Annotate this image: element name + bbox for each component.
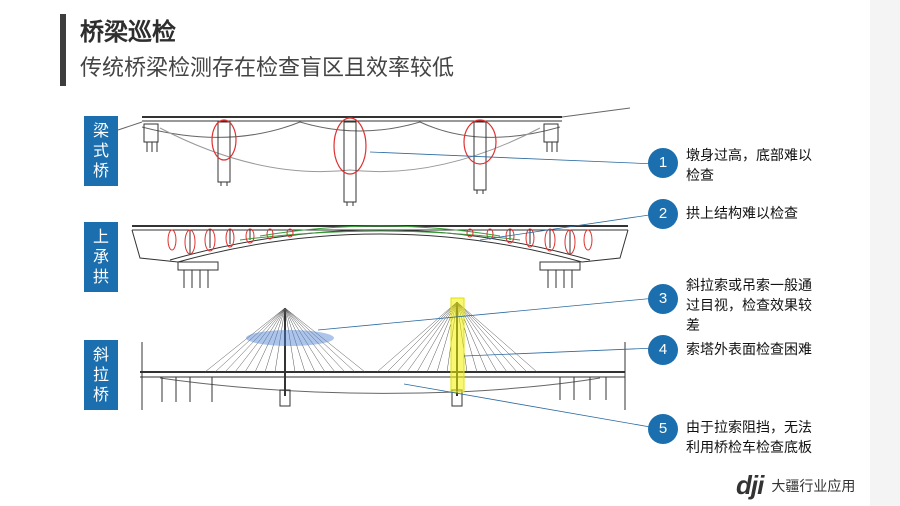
page-subtitle: 传统桥梁检测存在检查盲区且效率较低 bbox=[80, 56, 455, 81]
page-title: 桥梁巡检 bbox=[80, 18, 176, 46]
label-cable-stayed: 斜 拉 桥 bbox=[84, 340, 118, 410]
callout-text-2: 拱上结构难以检查 bbox=[686, 206, 798, 222]
callout-number-5: 5 bbox=[648, 414, 678, 444]
title-accent-bar bbox=[60, 14, 66, 86]
callout-number-1: 1 bbox=[648, 148, 678, 178]
dji-logo: dji 大疆行业应用 bbox=[736, 470, 855, 501]
arch-red-circles bbox=[167, 228, 593, 255]
callout-number-3: 3 bbox=[648, 284, 678, 314]
label-deck-arch: 上 承 拱 bbox=[84, 222, 118, 292]
beam-bridge-drawing bbox=[117, 107, 631, 206]
arch-green-lines bbox=[239, 225, 521, 241]
callout-text-1: 墩身过高，底部难以 检查 bbox=[686, 148, 812, 184]
leader-lines bbox=[317, 151, 657, 429]
callout-number-2: 2 bbox=[648, 199, 678, 229]
dji-logo-text: 大疆行业应用 bbox=[771, 478, 856, 495]
callout-number-4: 4 bbox=[648, 335, 678, 365]
label-beam-bridge: 梁 式 桥 bbox=[84, 116, 118, 186]
cable-highlight-blue bbox=[246, 330, 334, 346]
callout-text-5: 由于拉索阻挡，无法 利用桥检车检查底板 bbox=[686, 420, 812, 456]
arch-bridge-drawing bbox=[131, 225, 629, 288]
dji-logo-mark: dji bbox=[736, 470, 764, 500]
beam-red-circles bbox=[211, 117, 497, 175]
callout-text-4: 索塔外表面检查困难 bbox=[686, 342, 812, 358]
tower-highlight-yellow bbox=[450, 297, 465, 393]
right-edge-strip bbox=[870, 0, 900, 506]
callout-text-3: 斜拉索或吊索一般通 过目视，检查效果较 差 bbox=[686, 278, 812, 334]
cable-fans bbox=[204, 301, 538, 373]
cable-stayed-drawing bbox=[140, 302, 626, 410]
